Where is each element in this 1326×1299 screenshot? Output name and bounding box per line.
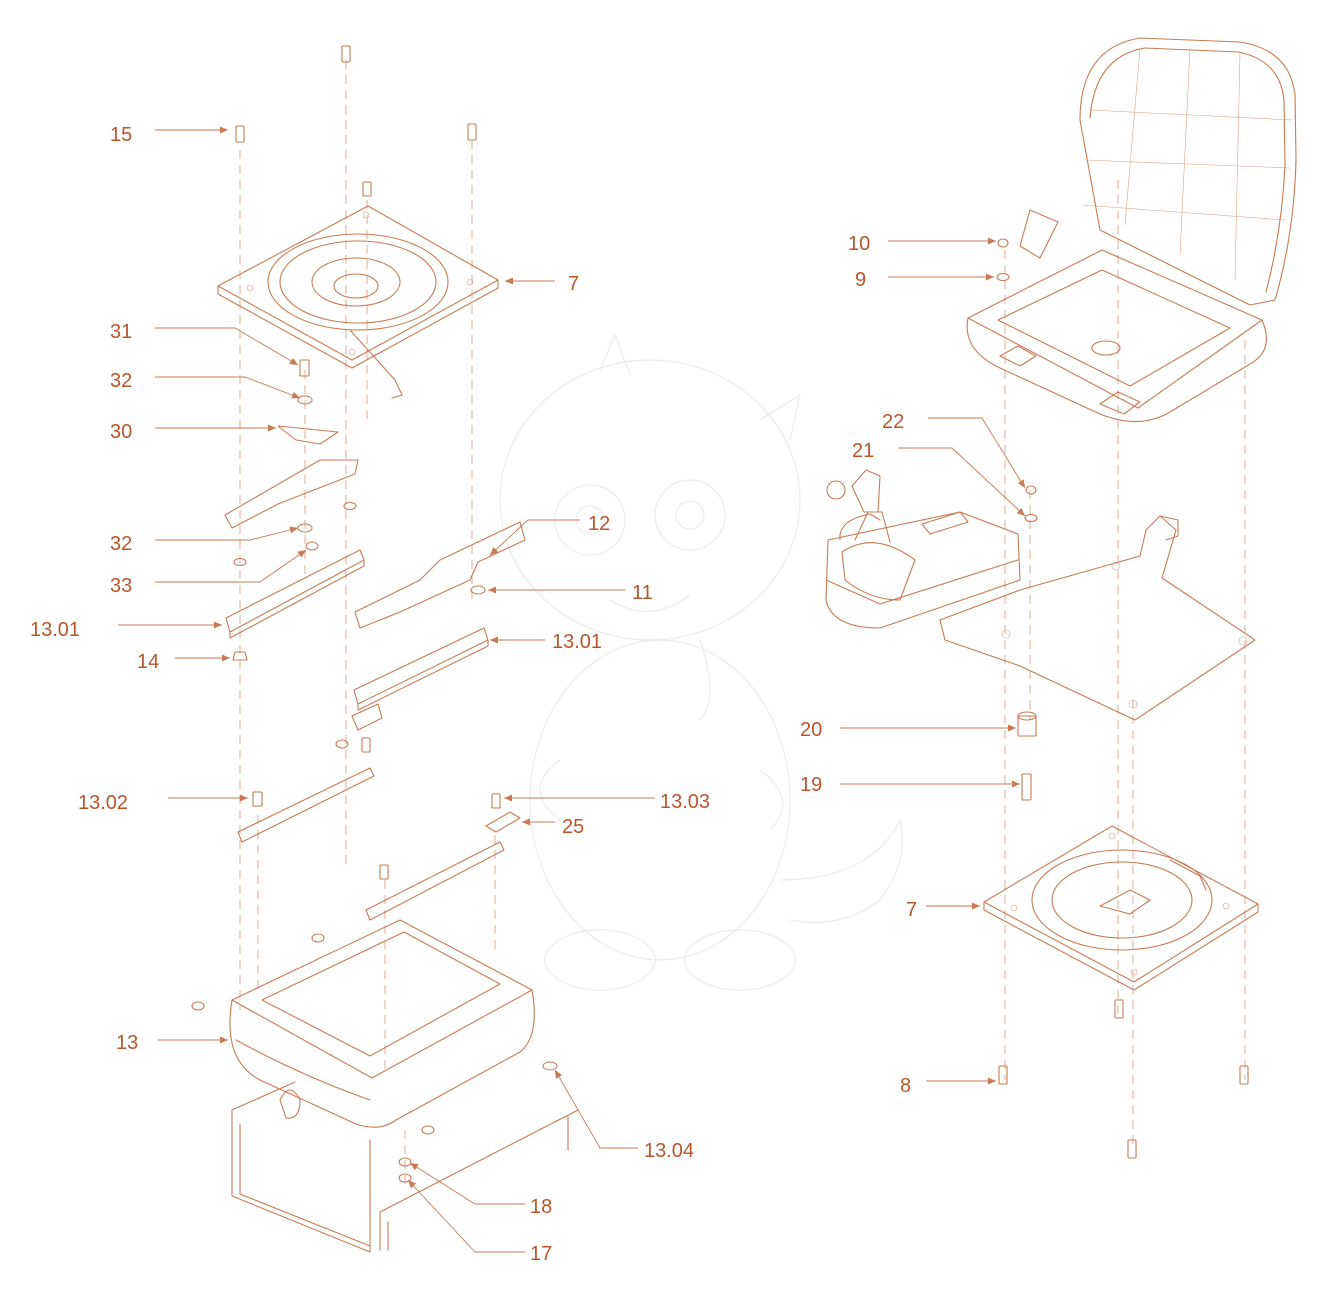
right-fasteners	[996, 238, 1249, 1159]
slide-rail-right	[351, 627, 489, 731]
leader-arrow-18	[410, 1163, 419, 1171]
dragon-watermark-icon	[499, 333, 904, 991]
assembly-axes	[239, 60, 1246, 1185]
leader-arrow-19	[1012, 780, 1020, 788]
leader-line-33	[155, 549, 307, 583]
callout-15: 15	[110, 124, 132, 146]
leader-line-22	[928, 417, 1026, 489]
callout-10: 10	[848, 233, 870, 255]
callout-32-upper: 32	[110, 370, 132, 392]
rail-13-02-right	[365, 841, 505, 921]
leader-arrow-1304	[555, 1070, 563, 1079]
callout-13-04: 13.04	[644, 1140, 694, 1162]
callout-7-upper: 7	[568, 273, 579, 295]
leader-line-18	[409, 1162, 525, 1205]
leader-arrow-33	[297, 550, 306, 558]
leader-arrow-1301b	[490, 636, 498, 644]
callout-11: 11	[632, 582, 653, 604]
callout-13-02: 13.02	[78, 792, 128, 814]
leader-arrow-7b	[972, 902, 980, 910]
callout-8: 8	[900, 1075, 911, 1097]
leader-line-12	[489, 519, 580, 556]
leader-lines	[118, 126, 1026, 1253]
callout-19: 19	[800, 774, 822, 796]
left-fasteners	[191, 45, 558, 1183]
leader-line-1304	[554, 1069, 638, 1149]
base-frame	[231, 1081, 579, 1253]
callout-33: 33	[110, 575, 132, 597]
armrest-console	[825, 469, 1021, 629]
leader-arrow-32a	[291, 391, 300, 399]
callout-17: 17	[530, 1243, 552, 1265]
callout-30: 30	[110, 421, 132, 443]
rail-13-02-left	[237, 767, 375, 843]
callout-14: 14	[137, 651, 159, 673]
bracket-25	[485, 811, 521, 833]
leader-arrow-32b	[289, 526, 298, 534]
bracket-30	[224, 425, 359, 529]
leader-arrow-25	[522, 818, 530, 826]
leader-arrow-7a	[505, 277, 513, 285]
leader-arrow-8	[988, 1077, 996, 1085]
leader-arrow-1303	[504, 794, 512, 802]
leader-arrow-12	[490, 547, 499, 555]
callout-21: 21	[852, 440, 874, 462]
callout-13-01-left: 13.01	[30, 619, 80, 641]
callout-22: 22	[882, 411, 904, 433]
callout-31: 31	[110, 321, 132, 343]
callout-7-lower: 7	[906, 899, 917, 921]
leader-arrow-17	[408, 1180, 417, 1189]
leader-arrow-31	[289, 357, 298, 365]
seat-pan-13	[229, 919, 535, 1128]
callout-25: 25	[562, 816, 584, 838]
leader-line-17	[407, 1179, 525, 1253]
leader-line-21	[898, 447, 1026, 517]
swivel-plate-upper	[217, 205, 499, 399]
slide-rail-left	[225, 549, 365, 639]
callout-12: 12	[588, 513, 610, 535]
console-mounting-plate	[939, 515, 1256, 721]
leader-line-31	[155, 327, 299, 366]
callout-18: 18	[530, 1196, 552, 1218]
leader-arrow-1302	[240, 794, 248, 802]
leader-arrow-30	[268, 424, 276, 432]
callout-labels: 15 7 31 32 30 32 33 12 11 13.01 14 13.01…	[30, 124, 917, 1265]
leader-arrow-21	[1016, 507, 1025, 516]
seat-with-backrest	[966, 37, 1297, 423]
callout-13-03: 13.03	[660, 791, 710, 813]
leader-arrow-14	[222, 654, 230, 662]
callout-32-lower: 32	[110, 533, 132, 555]
leader-line-32a	[155, 376, 301, 399]
callout-20: 20	[800, 719, 822, 741]
leader-line-32b	[155, 527, 299, 541]
leader-arrow-10	[988, 237, 996, 245]
leader-arrow-22	[1017, 479, 1025, 488]
callout-13-01-right: 13.01	[552, 631, 602, 653]
leader-arrow-20	[1008, 724, 1016, 732]
leader-arrow-9	[986, 273, 994, 281]
callout-13: 13	[116, 1032, 138, 1054]
callout-9: 9	[855, 269, 866, 291]
swivel-plate-lower	[983, 825, 1259, 991]
leader-arrow-11	[488, 586, 496, 594]
leader-arrow-15	[220, 126, 228, 134]
leader-arrow-13	[220, 1036, 228, 1044]
leader-arrow-1301a	[214, 621, 222, 629]
plate-12	[354, 521, 526, 629]
